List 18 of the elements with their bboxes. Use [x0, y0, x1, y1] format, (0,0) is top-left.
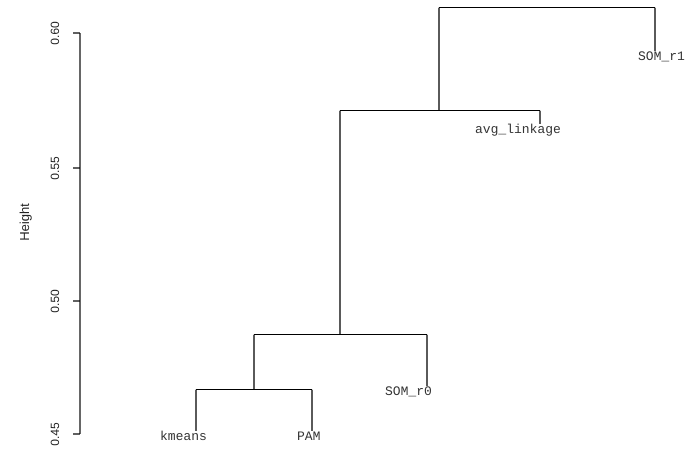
dendrogram-link	[339, 110, 341, 334]
axis-title: Height	[18, 202, 32, 243]
dendrogram-link	[539, 110, 541, 124]
leaf-label: SOM_r0	[385, 384, 432, 400]
dendrogram-link	[426, 334, 428, 386]
tick-label: 0.60	[48, 20, 62, 47]
leaf-label: kmeans	[160, 429, 207, 445]
leaf-label: avg_linkage	[475, 122, 561, 138]
leaf-label: PAM	[297, 429, 320, 445]
tick-label: 0.45	[48, 421, 62, 448]
dendrogram-link	[654, 8, 656, 51]
dendrogram-link	[438, 8, 440, 110]
dendrogram-link	[195, 390, 197, 431]
dendrogram-link	[311, 390, 313, 431]
leaf-label: SOM_r1	[638, 49, 685, 65]
tick-label: 0.50	[48, 288, 62, 315]
dendrogram-link	[253, 334, 255, 389]
tick-label: 0.55	[48, 155, 62, 182]
